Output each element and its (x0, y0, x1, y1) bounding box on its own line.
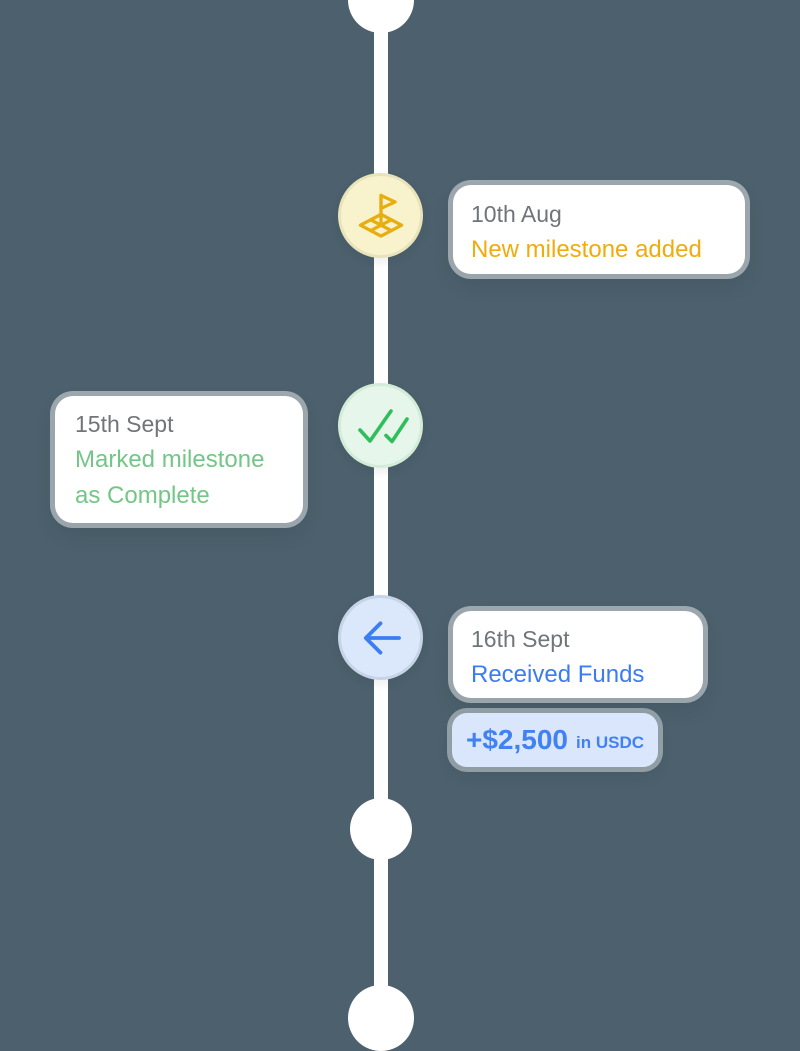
milestone-flag-icon (358, 193, 403, 238)
timeline-endpoint-dot-bottom (348, 985, 414, 1051)
amount-value: +$2,500 (466, 724, 568, 755)
event-node-milestone-added (338, 173, 423, 258)
amount-currency: in USDC (576, 733, 644, 752)
timeline-dot-middle (350, 798, 412, 860)
timeline-line (374, 0, 388, 1031)
event-date: 16th Sept (471, 626, 570, 652)
event-card-received-funds: 16th Sept Received Funds (453, 611, 703, 698)
arrow-left-icon (363, 620, 401, 655)
event-node-milestone-complete (338, 383, 423, 468)
event-label: Marked milestone as Complete (75, 446, 265, 509)
event-label: Received Funds (471, 661, 645, 688)
double-check-icon (357, 408, 409, 443)
event-node-received-funds (338, 595, 423, 680)
event-date: 15th Sept (75, 411, 174, 437)
event-date: 10th Aug (471, 201, 562, 227)
amount-badge: +$2,500 in USDC (452, 713, 658, 767)
timeline-endpoint-dot-top (348, 0, 414, 33)
event-card-milestone-added: 10th Aug New milestone added (453, 185, 745, 274)
event-card-milestone-complete: 15th Sept Marked milestone as Complete (55, 396, 303, 523)
event-label: New milestone added (471, 236, 702, 263)
